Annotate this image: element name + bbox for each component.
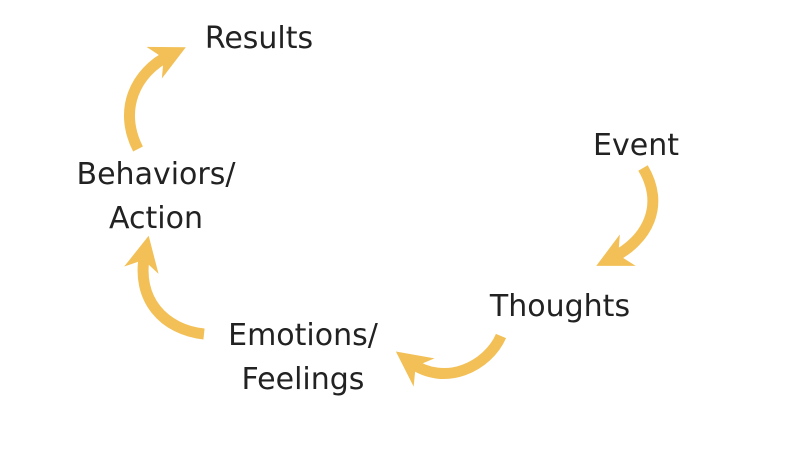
node-behaviors-line-1: Behaviors/	[76, 157, 236, 192]
arrow-event-to-thoughts	[596, 165, 659, 266]
node-event-line: Event	[593, 128, 679, 163]
node-behaviors-line-2: Action	[109, 201, 203, 236]
node-emotions-line-2: Feelings	[241, 362, 365, 397]
node-thoughts: Thoughts	[490, 285, 630, 329]
arrow-emotions-to-behaviors	[124, 235, 205, 340]
arrow-behaviors-to-results	[124, 46, 186, 152]
node-results-line: Results	[204, 21, 314, 56]
node-event: Event	[593, 124, 679, 168]
node-emotions: Emotions/ Feelings	[228, 314, 378, 402]
node-behaviors: Behaviors/ Action	[77, 153, 236, 241]
node-results: Results	[205, 17, 313, 61]
arrow-thoughts-to-emotions	[395, 333, 507, 387]
node-thoughts-line: Thoughts	[489, 289, 631, 324]
node-emotions-line-1: Emotions/	[228, 318, 378, 353]
